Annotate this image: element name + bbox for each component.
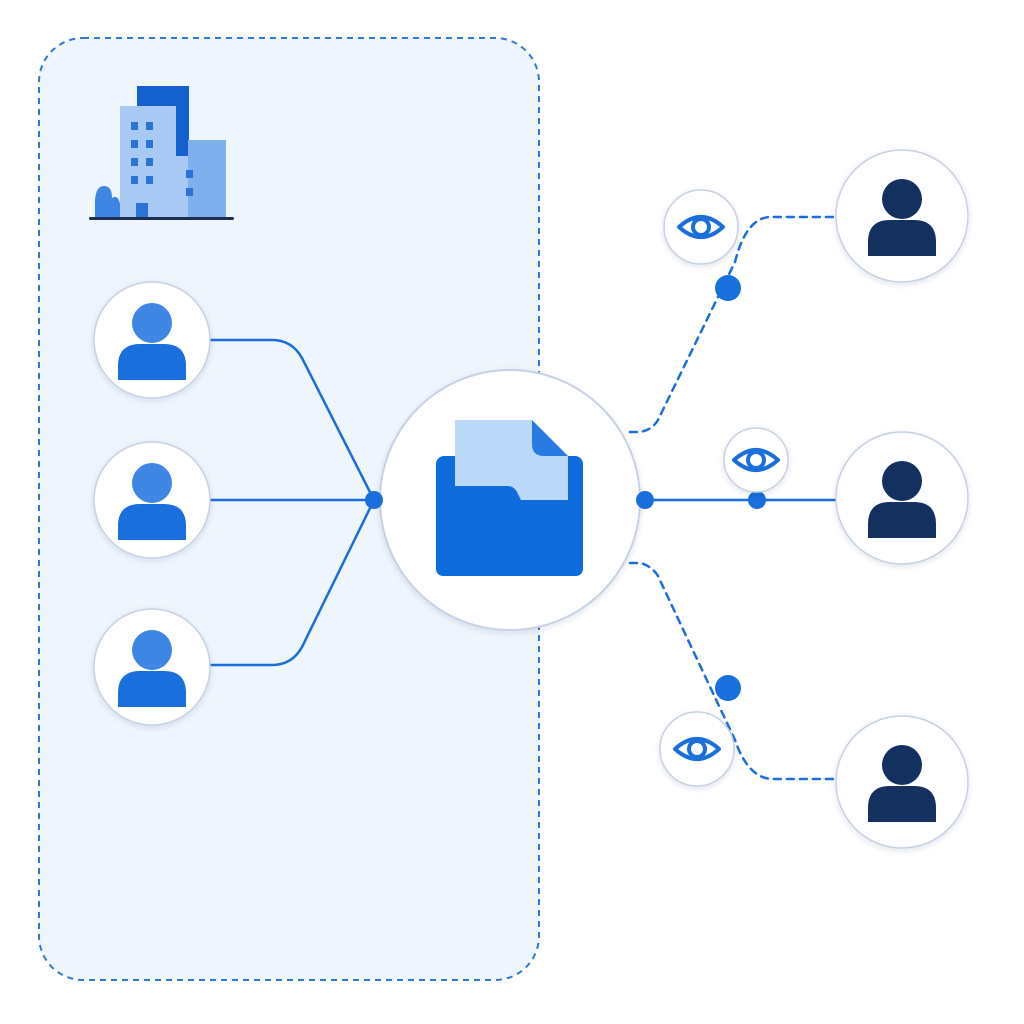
connector-junctions xyxy=(365,275,766,701)
external-users xyxy=(835,149,969,849)
junction-left xyxy=(365,491,383,509)
internal-users xyxy=(93,281,211,726)
user-icon xyxy=(118,303,186,380)
internal-user-3[interactable] xyxy=(93,608,211,726)
junction-external-2 xyxy=(748,491,766,509)
external-user-3[interactable] xyxy=(835,715,969,849)
user-icon xyxy=(868,461,936,538)
organization-zone xyxy=(38,37,540,981)
eye-icon xyxy=(677,215,725,239)
user-icon xyxy=(868,179,936,256)
connector-internal-user-3 xyxy=(208,498,376,667)
user-icon xyxy=(118,463,186,540)
eye-icon xyxy=(673,737,721,761)
user-icon xyxy=(868,745,936,822)
eye-icon xyxy=(732,448,780,472)
permission-badge-2 xyxy=(723,427,789,493)
junction-external-1 xyxy=(715,275,741,301)
office-building-icon xyxy=(89,86,234,220)
permission-badges xyxy=(659,189,789,787)
connector-external-user-1 xyxy=(628,215,840,434)
internal-connectors xyxy=(208,338,376,667)
permission-badge-3 xyxy=(659,711,735,787)
junction-right xyxy=(636,491,654,509)
connector-external-user-3 xyxy=(628,561,840,781)
junction-external-3 xyxy=(715,675,741,701)
internal-user-1[interactable] xyxy=(93,281,211,399)
internal-user-2[interactable] xyxy=(93,441,211,559)
external-user-1[interactable] xyxy=(835,149,969,283)
permission-badge-1 xyxy=(663,189,739,265)
connector-internal-user-1 xyxy=(208,338,376,502)
shared-folder-node[interactable] xyxy=(379,369,641,631)
folder-with-document-icon xyxy=(436,420,583,576)
external-connectors xyxy=(628,215,840,781)
user-icon xyxy=(118,630,186,707)
external-user-2[interactable] xyxy=(835,431,969,565)
